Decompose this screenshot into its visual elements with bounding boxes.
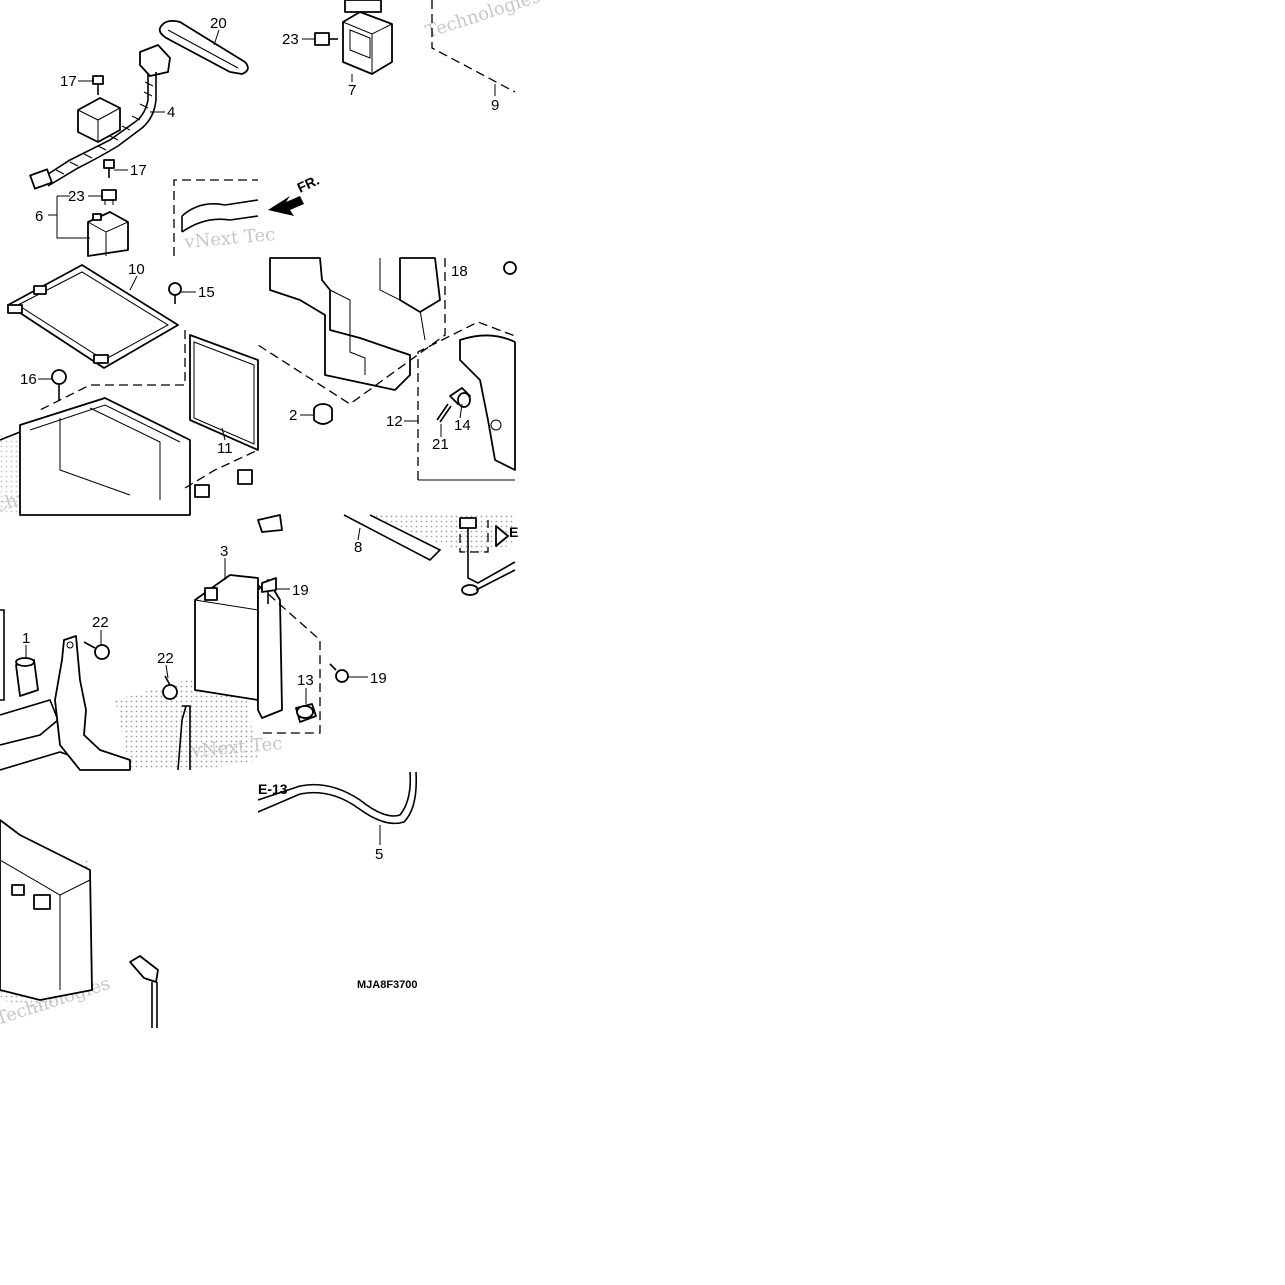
lower-parts-group: E-13 — [0, 771, 418, 1028]
callout-7: 7 — [348, 82, 356, 99]
wire-harness-group: FR. — [29, 19, 322, 257]
callouts: 20 23 7 9 17 4 17 6 23 10 15 18 16 11 2 … — [20, 15, 499, 991]
callout-10: 10 — [128, 261, 145, 278]
callout-3: 3 — [220, 543, 228, 560]
leader-lines — [25, 29, 496, 845]
fuse-box-group — [314, 0, 516, 93]
callout-8: 8 — [354, 539, 362, 556]
callout-17: 17 — [60, 73, 77, 90]
callout-1: 1 — [22, 630, 30, 647]
callout-22: 22 — [157, 650, 174, 667]
battery-3-group — [194, 574, 349, 734]
callout-19: 19 — [370, 670, 387, 687]
callout-19: 19 — [292, 582, 309, 599]
callout-4: 4 — [167, 104, 175, 121]
battery-cover-group — [257, 257, 517, 481]
watermark-text: vNext Tec — [183, 224, 277, 253]
callout-13: 13 — [297, 672, 314, 689]
callout-6: 6 — [35, 208, 43, 225]
diagram-code: MJA8F3700 — [357, 979, 418, 991]
callout-5: 5 — [375, 846, 383, 863]
callout-16: 16 — [20, 371, 37, 388]
direction-label: FR. — [295, 172, 322, 196]
ground-cable-group: E — [257, 514, 518, 596]
callout-20: 20 — [210, 15, 227, 32]
callout-23: 23 — [282, 31, 299, 48]
callout-21: 21 — [432, 436, 449, 453]
battery-tray-group — [0, 264, 259, 516]
callout-17: 17 — [130, 162, 147, 179]
callout-2: 2 — [289, 407, 297, 424]
callout-14: 14 — [454, 417, 471, 434]
callout-9: 9 — [491, 97, 499, 114]
callout-11: 11 — [217, 440, 233, 457]
svg-text:E: E — [509, 524, 518, 540]
callout-23: 23 — [68, 188, 85, 205]
callout-15: 15 — [198, 284, 215, 301]
watermark-text: Technologies — [423, 0, 543, 43]
callout-22: 22 — [92, 614, 109, 631]
callout-18: 18 — [451, 263, 468, 280]
callout-12: 12 — [386, 413, 403, 430]
battery-holder-group — [0, 609, 191, 771]
